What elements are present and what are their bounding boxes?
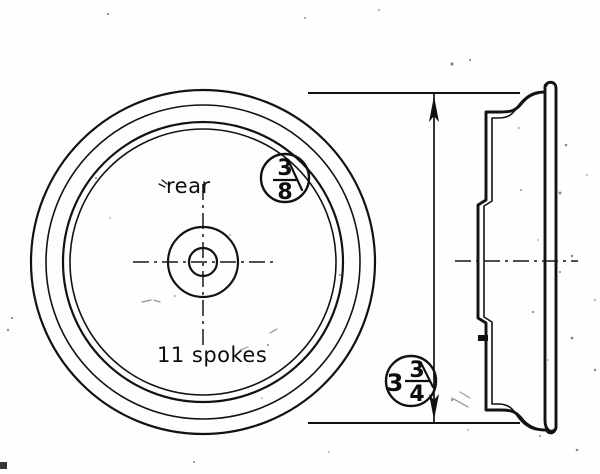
smudge-stroke	[141, 299, 161, 303]
smudge-stroke	[239, 346, 249, 351]
rim-inner-circle	[69, 128, 337, 396]
side-locating-tab	[478, 335, 488, 341]
balloon-leader-slash	[288, 162, 304, 192]
rim-outer-circle	[29, 88, 377, 436]
corner-registration-mark	[0, 462, 7, 469]
side-rim-tip-top	[544, 80, 558, 89]
spokes-label: 11 spokes	[157, 343, 267, 367]
balloon-numerator: 3	[409, 358, 424, 383]
overall-height-dimension	[308, 92, 520, 424]
smudge-stroke	[451, 391, 471, 408]
balloon-circle	[259, 152, 311, 204]
balloon-whole-number: 3	[387, 369, 404, 397]
balloon-denominator: 4	[409, 382, 424, 407]
balloon-denominator: 8	[277, 180, 292, 205]
side-rim-tip-bottom	[544, 426, 558, 435]
side-outer-profile	[543, 80, 558, 433]
scan-noise	[0, 8, 597, 469]
balloon-circle	[384, 354, 438, 408]
side-view-group	[455, 80, 578, 435]
balloon-leader-slash	[420, 363, 435, 389]
callout-three-eighths: 3 8	[259, 152, 311, 205]
smudge-stroke	[269, 328, 278, 334]
front-view-group: rear 11 spokes	[29, 88, 377, 436]
arrowhead-top	[429, 96, 439, 122]
rim-third-circle	[61, 120, 345, 404]
rear-label-tick	[158, 179, 168, 188]
rim-second-circle	[45, 104, 361, 420]
balloon-numerator: 3	[277, 156, 292, 181]
arrowhead-bottom	[429, 394, 439, 420]
rear-label: rear	[166, 174, 211, 198]
callout-three-and-three-quarters: 3 3 4	[384, 354, 438, 408]
